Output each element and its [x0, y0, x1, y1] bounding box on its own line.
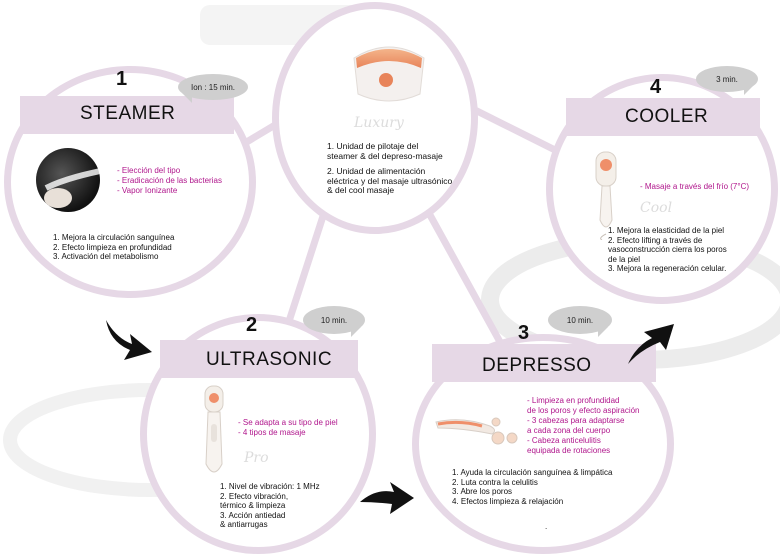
cooler-script-label: Cool [640, 200, 673, 216]
steamer-benefits: 1. Mejora la circulación sanguínea 2. Ef… [53, 233, 174, 262]
arrow-ultrasonic-to-depresso-icon [360, 482, 414, 514]
ultrasonic-time-bubble: 10 min. [303, 306, 365, 337]
ultrasonic-title-band [160, 340, 358, 378]
steamer-title: STEAMER [80, 103, 176, 124]
main-unit-description: 1. Unidad de pilotaje del steamer & del … [327, 141, 453, 196]
cooler-benefit: 3. Mejora la regeneración celular. [608, 264, 727, 273]
steamer-features: - Elección del tipo - Eradicación de las… [117, 166, 222, 196]
depresso-title: DEPRESSO [482, 355, 592, 376]
main-unit-device-image [353, 46, 425, 102]
depresso-benefits: 1. Ayuda la circulación sanguínea & limp… [452, 468, 612, 506]
depresso-device-image [435, 417, 518, 445]
cooler-number: 4 [650, 76, 662, 98]
depresso-title-band [432, 344, 656, 382]
cooler-benefits: 1. Mejora la elasticidad de la piel 2. E… [608, 226, 727, 274]
ultrasonic-benefit: térmico & limpieza [220, 501, 286, 510]
ultrasonic-benefit: & antiarrugas [220, 520, 268, 529]
depresso-benefit: 2. Luta contra la celulitis [452, 477, 538, 487]
depresso-features: - Limpieza en profundidad de los poros y… [527, 396, 640, 456]
steamer-feature: - Eradicación de las bacterias [117, 176, 222, 185]
depresso-benefit: 1. Ayuda la circulación sanguínea & limp… [452, 468, 613, 477]
steamer-feature: - Elección del tipo [117, 166, 181, 175]
ultrasonic-benefit: 3. Acción antiedad [220, 510, 286, 520]
steamer-device-image [36, 148, 115, 212]
depresso-feature: equipada de rotaciones [527, 446, 611, 455]
main-unit-line: steamer & del depreso-masaje [327, 150, 443, 161]
steamer-time-bubble: Ion : 15 min. [178, 74, 248, 103]
steamer-benefit: 2. Efecto limpieza en profundidad [53, 242, 172, 252]
arrow-steamer-to-ultrasonic-icon [106, 320, 152, 360]
cooler-title-band [566, 98, 760, 136]
depresso-benefit: 4. Efectos limpieza & relajación [452, 496, 564, 506]
cooler-benefit: 1. Mejora la elasticidad de la piel [608, 226, 725, 235]
main-unit-line: 1. Unidad de pilotaje del [327, 141, 419, 151]
depresso-feature: - Limpieza en profundidad [527, 396, 620, 405]
steamer-benefit: 3. Activación del metabolismo [53, 252, 159, 261]
main-unit-line: 2. Unidad de alimentación [327, 166, 426, 176]
main-unit-line: & del cool masaje [327, 185, 395, 195]
arrow-depresso-to-cooler-icon [628, 324, 674, 364]
main-unit-line: eléctrica y del masaje ultrasónico [327, 175, 453, 186]
depresso-benefit: 3. Abre los poros [452, 487, 513, 496]
ultrasonic-feature: - 4 tipos de masaje [238, 428, 306, 437]
steamer-number: 1 [116, 68, 128, 90]
steamer-benefit: 1. Mejora la circulación sanguínea [53, 233, 175, 242]
steamer-title-band [20, 96, 234, 134]
depresso-footnote: . [545, 522, 548, 531]
ultrasonic-device-image [204, 385, 224, 473]
depresso-number: 3 [518, 322, 530, 344]
cooler-benefit: vasoconstrucción cierra los poros [608, 245, 727, 254]
cooler-title: COOLER [625, 106, 709, 127]
cooler-device-image [595, 151, 617, 240]
main-unit-circle [272, 2, 478, 234]
cooler-feature: - Masaje a través del frío (7°C) [640, 182, 750, 191]
cooler-time-bubble: 3 min. [696, 66, 758, 95]
cooler-benefit: 2. Efecto lifting a través de [608, 235, 703, 245]
depresso-feature: de los poros y efecto aspiración [527, 406, 640, 415]
ultrasonic-feature: - Se adapta a su tipo de piel [238, 418, 338, 427]
ultrasonic-number: 2 [246, 314, 258, 336]
main-unit-script-label: Luxury [354, 115, 404, 131]
ultrasonic-features: - Se adapta a su tipo de piel - 4 tipos … [238, 418, 338, 438]
ultrasonic-benefits: 1. Nivel de vibración: 1 MHz 2. Efecto v… [220, 482, 320, 530]
cooler-features: - Masaje a través del frío (7°C) [640, 182, 749, 192]
cooler-benefit: de la piel [608, 254, 641, 264]
ultrasonic-benefit: 2. Efecto vibración, [220, 491, 289, 501]
ultrasonic-title: ULTRASONIC [206, 349, 333, 370]
depresso-feature: - 3 cabezas para adaptarse [527, 416, 625, 425]
depresso-feature: - Cabeza anticelulitis [527, 436, 601, 445]
ultrasonic-benefit: 1. Nivel de vibración: 1 MHz [220, 482, 320, 491]
depresso-feature: a cada zona del cuerpo [527, 426, 611, 435]
ultrasonic-script-label: Pro [244, 450, 269, 466]
steamer-feature: - Vapor Ionizante [117, 186, 178, 195]
depresso-time-bubble: 10 min. [548, 306, 612, 337]
